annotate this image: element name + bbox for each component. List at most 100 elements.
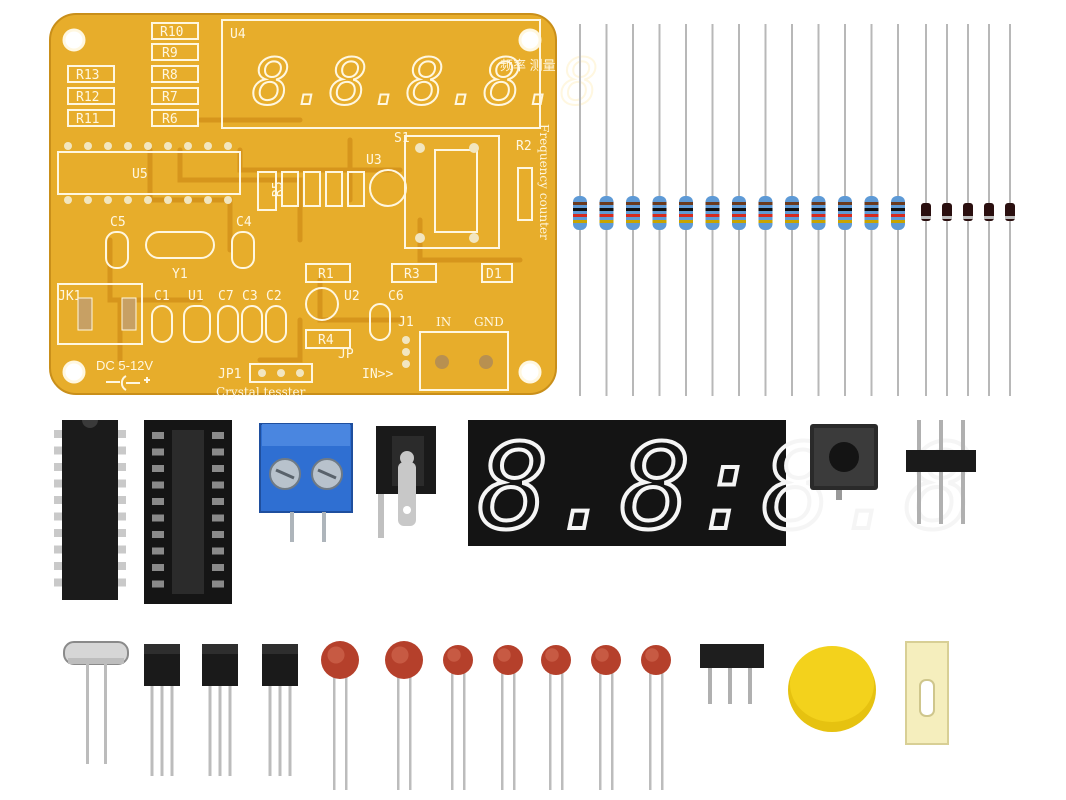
transistor — [262, 644, 298, 776]
resistor — [785, 24, 799, 396]
label-r12: R12 — [76, 90, 99, 105]
u4-outline — [221, 19, 541, 129]
d1-outline — [481, 263, 513, 283]
label-c5: C5 — [110, 215, 126, 230]
mount-hole — [62, 28, 86, 52]
button-cap — [788, 646, 876, 732]
s1-outline — [404, 135, 500, 249]
resistor-outlines — [67, 22, 199, 127]
label-s1: S1 — [394, 131, 410, 146]
led-digits: 8.8:8.8 — [478, 418, 975, 556]
pcb-display-digits: 8.8.8.8.8 — [252, 46, 599, 120]
label-c1: C1 — [154, 289, 170, 304]
ceramic-capacitor — [321, 641, 359, 790]
label-r2: R2 — [516, 139, 532, 154]
label-r3: R3 — [404, 267, 420, 282]
label-c6: C6 — [388, 289, 404, 304]
mount-hole — [62, 360, 86, 384]
label-c7: C7 — [218, 289, 234, 304]
label-r6: R6 — [162, 112, 178, 127]
ceramic-capacitor — [493, 645, 523, 790]
diode-array-outline — [281, 171, 365, 207]
ceramic-capacitor — [591, 645, 621, 790]
diode — [963, 24, 973, 396]
resistor — [891, 24, 905, 396]
label-c4: C4 — [236, 215, 252, 230]
resistor — [864, 24, 879, 396]
resistor — [573, 24, 587, 396]
resistor — [732, 24, 746, 396]
label-r7: R7 — [162, 90, 178, 105]
crystal — [63, 641, 129, 764]
resistor-row — [573, 24, 905, 396]
label-dc: DC 5-12V — [96, 358, 153, 373]
label-r10: R10 — [160, 25, 183, 40]
diode — [942, 24, 952, 396]
tactile-switch — [810, 424, 878, 500]
label-u3: U3 — [366, 153, 382, 168]
y1-outline — [145, 231, 215, 259]
jumper-cap — [905, 641, 949, 745]
resistor — [838, 24, 852, 396]
resistor — [626, 24, 640, 396]
label-u2: U2 — [344, 289, 360, 304]
label-d1: D1 — [486, 267, 502, 282]
label-jk1: JK1 — [58, 289, 81, 304]
terminal-outline — [419, 331, 509, 391]
label-u1: U1 — [188, 289, 204, 304]
label-crystal: Crystal tesster — [216, 385, 306, 399]
label-r13: R13 — [76, 68, 99, 83]
label-c3: C3 — [242, 289, 258, 304]
label-in-arrow: IN>> — [362, 367, 393, 382]
transistor — [202, 644, 238, 776]
jk1-outline — [57, 283, 143, 345]
label-r8: R8 — [162, 68, 178, 83]
label-r4: R4 — [318, 333, 334, 348]
ic-socket — [144, 420, 232, 604]
label-y1: Y1 — [172, 267, 188, 282]
ceramic-capacitor — [541, 645, 571, 790]
label-r11: R11 — [76, 112, 99, 127]
label-jp: JP — [338, 347, 354, 362]
resistor — [705, 24, 720, 396]
label-in: IN — [436, 315, 451, 329]
r2-outline — [517, 167, 533, 221]
resistor — [811, 24, 826, 396]
female-header — [700, 644, 764, 704]
resistor — [652, 24, 667, 396]
label-jp1: JP1 — [218, 367, 241, 382]
pin-header — [906, 420, 976, 524]
ceramic-capacitor — [641, 645, 671, 790]
label-r5: R5 — [271, 181, 286, 197]
r1-outline — [305, 263, 351, 283]
diode — [1005, 24, 1015, 396]
u5-outline — [57, 151, 241, 195]
label-gnd: GND — [474, 315, 504, 329]
terminal-block — [259, 423, 353, 542]
label-u5: U5 — [132, 167, 148, 182]
transistor-row — [144, 644, 298, 776]
ceramic-capacitor — [385, 641, 423, 790]
diode-row — [921, 24, 1015, 396]
diode — [921, 24, 931, 396]
r3-outline — [391, 263, 437, 283]
ic-chip — [54, 420, 126, 600]
label-r1: R1 — [318, 267, 334, 282]
label-u4: U4 — [230, 27, 246, 42]
pcb-board: U4 8.8.8.8.8 频率 测量 R10 R9 R8 R7 R6 R13 R… — [49, 13, 600, 399]
ceramic-capacitor — [443, 645, 473, 790]
label-cn: 频率 测量 — [500, 58, 556, 73]
dc-jack — [376, 426, 436, 538]
label-j1: J1 — [398, 315, 414, 330]
mount-hole — [518, 360, 542, 384]
r4-outline — [305, 329, 351, 349]
led-display: 8.8:8.8 — [468, 416, 977, 558]
ceramic-cap-row — [321, 641, 671, 790]
label-r9: R9 — [162, 46, 178, 61]
u5-pads — [64, 142, 232, 204]
label-freq: Frequency counter — [537, 124, 551, 240]
r5-outline — [257, 171, 277, 211]
resistor — [679, 24, 693, 396]
label-c2: C2 — [266, 289, 282, 304]
